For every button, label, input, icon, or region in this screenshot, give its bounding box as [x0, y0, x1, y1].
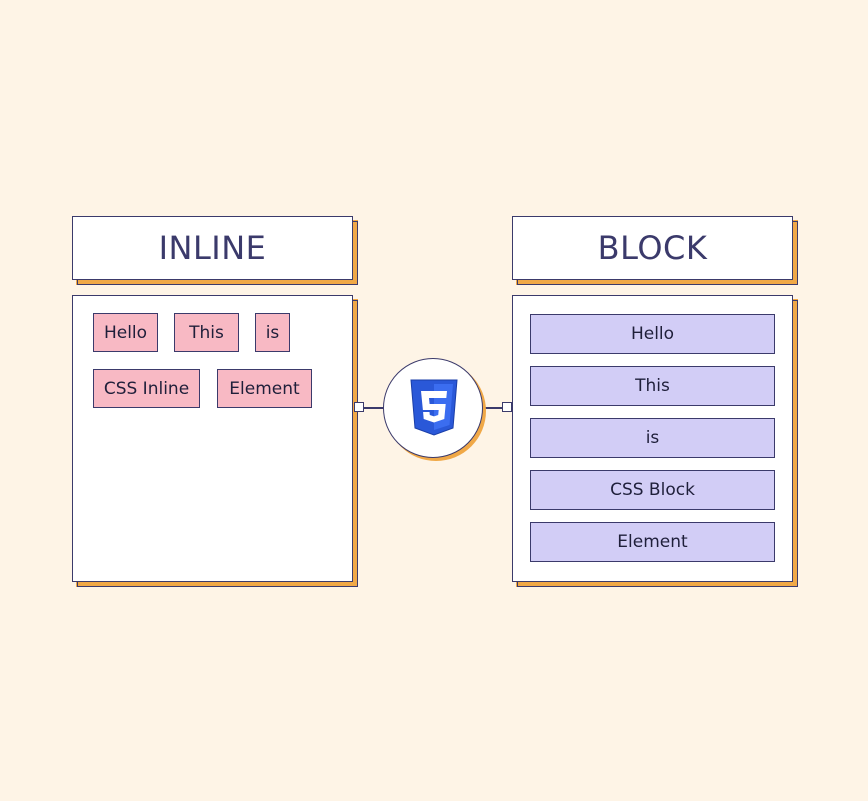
- css3-logo-icon: [410, 379, 458, 436]
- block-title: BLOCK: [597, 229, 708, 267]
- inline-tag-this: This: [174, 313, 239, 352]
- connector-line-left: [358, 407, 383, 409]
- inline-tag-element: Element: [217, 369, 312, 408]
- inline-panel: Hello This is CSS Inline Element: [72, 295, 358, 587]
- block-tag-element: Element: [530, 522, 775, 562]
- block-tag-hello: Hello: [530, 314, 775, 354]
- block-panel: Hello This is CSS Block Element: [512, 295, 798, 587]
- connector-node-right: [502, 402, 512, 412]
- block-tag-css-block: CSS Block: [530, 470, 775, 510]
- inline-tag-is: is: [255, 313, 290, 352]
- css-logo-badge: [383, 358, 483, 458]
- inline-tag-hello: Hello: [93, 313, 158, 352]
- block-tag-this: This: [530, 366, 775, 406]
- block-tag-is: is: [530, 418, 775, 458]
- connector-line-right: [483, 407, 508, 409]
- inline-header: INLINE: [72, 216, 358, 285]
- inline-tag-css-inline: CSS Inline: [93, 369, 200, 408]
- connector-node-left: [354, 402, 364, 412]
- block-header: BLOCK: [512, 216, 798, 285]
- inline-title: INLINE: [158, 229, 267, 267]
